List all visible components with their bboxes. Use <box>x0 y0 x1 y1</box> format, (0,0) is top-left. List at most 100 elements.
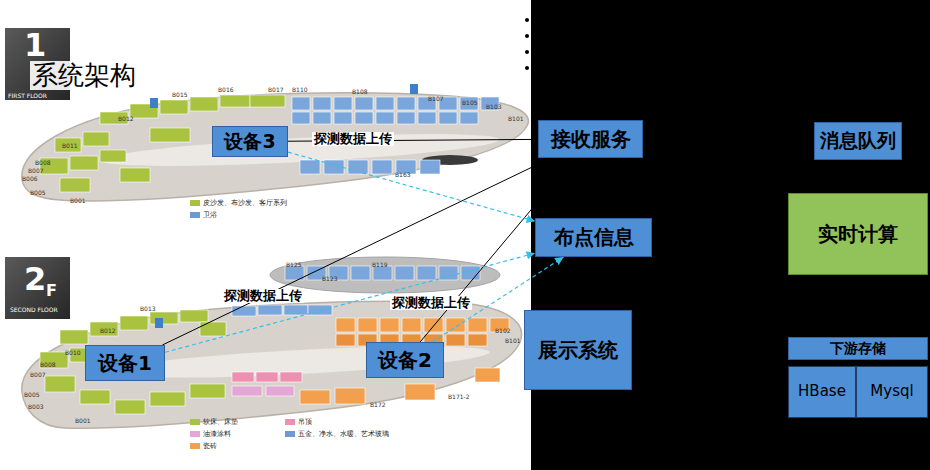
label-wrap: B007 <box>28 168 44 175</box>
store-block <box>83 132 109 146</box>
store-code: B172 <box>370 401 386 408</box>
data-line <box>162 158 551 345</box>
box-text: 设备2 <box>378 349 432 372</box>
box-text: 设备1 <box>98 352 152 375</box>
floor-plan-1f <box>22 93 529 201</box>
store-blocks <box>40 95 509 414</box>
store-code: B015 <box>172 91 188 98</box>
label-wrap: B119 <box>372 262 388 269</box>
floor-badge <box>5 257 70 319</box>
store-code: B005 <box>30 189 46 196</box>
legend-item: 卫浴 <box>190 212 217 220</box>
edge-label-wrap: 探测数据上传 <box>390 296 472 310</box>
legend-text: 软床、床垫 <box>203 418 238 426</box>
store-block <box>220 95 250 107</box>
box-text: 下游存储 <box>830 340 886 356</box>
label-wrap: B108 <box>352 89 368 96</box>
edge-label: 探测数据上传 <box>392 295 470 310</box>
store-block <box>120 168 150 182</box>
legend-text: 瓷砖 <box>203 442 217 450</box>
store-code: B171-2 <box>448 393 470 400</box>
process-box: 实时计算 <box>788 193 928 275</box>
box-text: 接收服务 <box>551 128 631 151</box>
store-code: B107 <box>428 95 444 102</box>
floor-letter: F <box>46 281 57 300</box>
legend-item: 皮沙发、布沙发、客厅系列 <box>190 200 287 208</box>
store-block <box>373 266 392 280</box>
store-block <box>397 112 415 124</box>
store-block <box>150 312 178 324</box>
label-wrap: B001 <box>70 198 86 205</box>
store-code: B119 <box>372 261 388 268</box>
store-block <box>405 384 435 400</box>
store-code: B102 <box>495 327 511 334</box>
dark-panel <box>531 0 930 470</box>
store-block <box>446 334 465 346</box>
store-code: B005 <box>24 391 40 398</box>
label-wrap: F <box>46 282 57 300</box>
store-code: B101 <box>508 115 524 122</box>
bullet-dot <box>525 18 529 22</box>
store-block <box>266 386 294 396</box>
store-block <box>355 112 373 124</box>
floor-number: 1 <box>24 26 46 64</box>
store-code: B008 <box>35 159 51 166</box>
store-code: B017 <box>268 86 284 93</box>
store-block <box>417 266 436 280</box>
store-block <box>380 318 399 332</box>
label-wrap: FIRST FLOOR <box>8 93 47 100</box>
store-block <box>90 322 118 336</box>
process-box: 设备2 <box>366 342 444 378</box>
store-block <box>80 390 110 404</box>
store-block <box>292 112 310 124</box>
label-wrap: B006 <box>22 176 38 183</box>
legend-swatch <box>190 431 200 437</box>
edge-label: 探测数据上传 <box>314 131 392 146</box>
store-block <box>60 178 90 192</box>
store-block <box>335 388 365 404</box>
store-block <box>300 160 320 174</box>
dashed-arrow <box>288 152 535 221</box>
label-wrap: B101 <box>505 338 521 345</box>
store-block <box>190 97 218 111</box>
store-block <box>55 138 81 152</box>
store-code: B011 <box>62 142 78 149</box>
label-wrap: B123 <box>322 276 338 283</box>
store-code: B012 <box>100 327 116 334</box>
label-wrap: B001 <box>75 418 91 425</box>
label-wrap: B005 <box>30 190 46 197</box>
store-block <box>351 266 370 280</box>
store-block <box>190 384 225 398</box>
label-wrap: B172 <box>370 402 386 409</box>
box-text: 实时计算 <box>818 223 898 246</box>
legend-text: 五金、净水、水暖、艺术玻璃 <box>298 430 389 438</box>
store-block <box>300 390 330 404</box>
label-wrap: SECOND FLOOR <box>10 307 58 314</box>
floor-number: 2 <box>24 260 46 298</box>
bullet-dot <box>525 66 529 70</box>
store-code: B013 <box>140 305 156 312</box>
store-block <box>280 372 302 382</box>
store-block <box>424 318 443 332</box>
legend-text: 卫浴 <box>203 211 217 219</box>
label-wrap: B125 <box>286 262 302 269</box>
store-block <box>460 97 478 110</box>
process-box: 展示系统 <box>524 310 632 390</box>
store-code: B008 <box>40 361 56 368</box>
legend-item: 软床、床垫 <box>190 419 238 427</box>
edge-label-wrap: 探测数据上传 <box>312 132 394 146</box>
store-block <box>284 305 308 315</box>
label-wrap: B101 <box>508 116 524 123</box>
store-code: B007 <box>30 371 46 378</box>
store-code: B003 <box>28 403 44 410</box>
store-block <box>402 318 421 332</box>
label-wrap: B013 <box>140 306 156 313</box>
label-wrap: 2 <box>24 262 46 297</box>
process-box: 消息队列 <box>814 122 902 160</box>
store-block <box>439 266 458 280</box>
legend-text: 油漆涂料 <box>203 430 231 438</box>
legend-swatch <box>285 419 295 425</box>
store-block <box>115 400 145 414</box>
store-block <box>446 318 465 332</box>
label-wrap: B012 <box>100 328 116 335</box>
